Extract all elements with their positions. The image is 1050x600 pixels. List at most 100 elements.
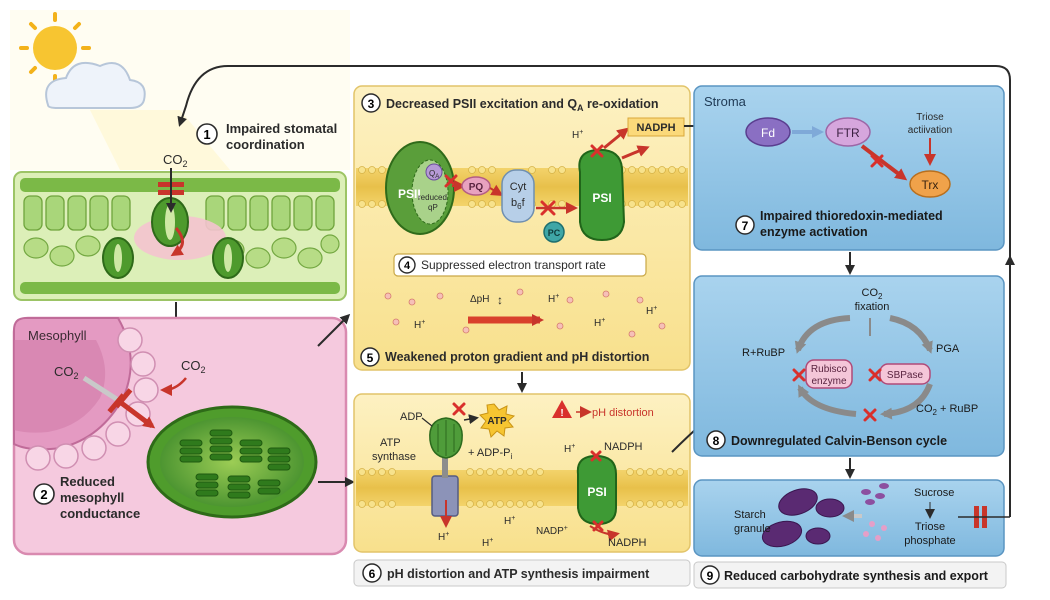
svg-text:ATP: ATP <box>487 416 507 427</box>
calvin-cycle-icon <box>794 315 933 420</box>
inhibition-x-icon <box>590 450 602 462</box>
svg-text:PC: PC <box>548 228 561 238</box>
chloroplast-icon <box>146 405 318 519</box>
svg-text:H+: H+ <box>482 537 493 549</box>
svg-text:granule: granule <box>734 523 771 535</box>
svg-text:ADP: ADP <box>400 411 423 423</box>
cloud-icon <box>45 62 146 109</box>
ph-distortion-label: pH distortion <box>592 407 654 419</box>
atp-burst-icon: ATP <box>479 403 516 438</box>
svg-text:FTR: FTR <box>836 126 860 140</box>
svg-text:NADPH: NADPH <box>608 537 647 549</box>
nadph-label: NADPH <box>636 122 675 134</box>
svg-text:enzyme activation: enzyme activation <box>760 225 868 239</box>
calvin-cycle-panel: CO2 fixation PGA R+RuBP Rubisco enzyme S… <box>693 275 1005 457</box>
svg-text:2: 2 <box>40 487 47 502</box>
step-8-title: Downregulated Calvin-Benson cycle <box>731 434 947 448</box>
inhibition-x-icon <box>863 408 877 422</box>
cytochrome-b6f-icon: Cyt b6f <box>501 169 535 223</box>
svg-text:Starch: Starch <box>734 509 766 521</box>
svg-text:Impaired stomatal: Impaired stomatal <box>226 121 337 136</box>
svg-text:synthase: synthase <box>372 451 416 463</box>
svg-text:7: 7 <box>742 219 749 233</box>
svg-text:H+: H+ <box>548 293 559 305</box>
svg-text:↕: ↕ <box>497 293 503 307</box>
mesophyll-panel: Mesophyll CO2 CO2 2 Reduced <box>12 316 348 556</box>
warning-icon: ! <box>552 400 572 419</box>
svg-text:Cyt: Cyt <box>510 181 527 193</box>
svg-text:CO2: CO2 <box>862 287 884 301</box>
leaf-cross-section <box>13 168 347 301</box>
svg-text:Reduced carbohydrate synthesis: Reduced carbohydrate synthesis and expor… <box>724 569 989 583</box>
svg-text:reduced: reduced <box>418 193 447 202</box>
svg-text:SBPase: SBPase <box>887 370 924 381</box>
svg-text:NADPH: NADPH <box>604 441 643 453</box>
trx-icon: Trx <box>909 170 951 198</box>
svg-text:1: 1 <box>203 127 210 142</box>
svg-text:NADP+: NADP+ <box>536 525 568 537</box>
atp-synthase-icon <box>429 417 463 517</box>
co2-label-top: CO2 <box>163 152 188 169</box>
pc-icon: PC <box>543 221 565 243</box>
ftr-icon: FTR <box>825 117 871 147</box>
svg-text:Trx: Trx <box>922 178 939 192</box>
starch-granule-icon <box>761 488 845 548</box>
svg-text:Triose: Triose <box>916 112 944 123</box>
svg-text:H+: H+ <box>594 317 605 329</box>
step-6-label: 6 pH distortion and ATP synthesis impair… <box>353 559 691 587</box>
svg-text:4: 4 <box>404 260 411 272</box>
co2-label-meso-right: CO2 <box>181 358 206 375</box>
svg-text:+ ADP-Pi: + ADP-Pi <box>468 447 513 461</box>
inhibition-x-icon <box>870 154 884 168</box>
step-2-title: Reduced <box>60 474 115 489</box>
svg-text:QA: QA <box>429 169 439 180</box>
svg-text:9: 9 <box>707 569 714 583</box>
electron-transport-panel: 3 Decreased PSII excitation and QA re-ox… <box>353 85 691 371</box>
step-9-label: 9 Reduced carbohydrate synthesis and exp… <box>693 561 1007 589</box>
svg-text:ATP: ATP <box>380 437 401 449</box>
step-4-title: Suppressed electron transport rate <box>421 258 606 272</box>
svg-text:mesophyll: mesophyll <box>60 490 124 505</box>
svg-text:5: 5 <box>367 351 374 365</box>
atp-synthesis-panel: ADP ATP ATP synthase + ADP-Pi H+ H+ H+ !… <box>353 393 691 553</box>
pq-icon: PQ <box>461 176 491 196</box>
co2-label-meso-left: CO2 <box>54 364 79 381</box>
svg-text:conductance: conductance <box>60 506 140 521</box>
svg-text:Rubisco: Rubisco <box>811 364 848 375</box>
svg-text:b6f: b6f <box>511 197 526 211</box>
svg-text:H+: H+ <box>414 319 425 331</box>
inhibition-x-icon <box>868 368 882 382</box>
svg-text:actiivation: actiivation <box>908 125 952 136</box>
svg-text:H+: H+ <box>646 305 657 317</box>
step-5-title: Weakened proton gradient and pH distorti… <box>385 350 649 364</box>
svg-text:3: 3 <box>368 97 375 111</box>
svg-text:H+: H+ <box>564 443 575 455</box>
inhibition-x-icon <box>792 368 806 382</box>
svg-text:pH distortion and ATP synthesi: pH distortion and ATP synthesis impairme… <box>387 567 650 581</box>
carbohydrate-panel: Starch granule Sucrose Triose phosphate <box>693 479 1010 557</box>
step-3-title: Decreased PSII excitation and QA re-oxid… <box>386 97 659 113</box>
svg-text:8: 8 <box>713 434 720 448</box>
psii-complex-icon: PSII QA reduced qP <box>385 141 455 235</box>
svg-text:PSII: PSII <box>398 187 421 201</box>
sun-cloud-illustration <box>10 10 350 170</box>
inhibition-x-icon <box>590 144 604 158</box>
svg-text:qP: qP <box>428 203 438 212</box>
svg-text:PSI: PSI <box>592 191 611 205</box>
stroma-label: Stroma <box>704 94 747 109</box>
stroma-panel: Stroma Fd FTR Triose actiivation Trx 7 I… <box>693 85 1005 251</box>
psi-complex-icon: PSI <box>578 148 626 242</box>
svg-text:H+: H+ <box>504 515 515 527</box>
svg-text:Fd: Fd <box>761 126 775 140</box>
svg-text:ΔpH: ΔpH <box>470 294 489 305</box>
svg-text:PSI: PSI <box>587 485 606 499</box>
svg-text:coordination: coordination <box>226 137 305 152</box>
psi-complex-icon: PSI <box>576 454 617 526</box>
svg-text:fixation: fixation <box>855 301 890 313</box>
svg-text:PGA: PGA <box>936 343 960 355</box>
rubisco-enzyme-icon: Rubisco enzyme <box>805 359 853 389</box>
svg-text:Sucrose: Sucrose <box>914 487 954 499</box>
svg-text:6: 6 <box>369 567 376 581</box>
sbpase-enzyme-icon: SBPase <box>879 363 931 385</box>
